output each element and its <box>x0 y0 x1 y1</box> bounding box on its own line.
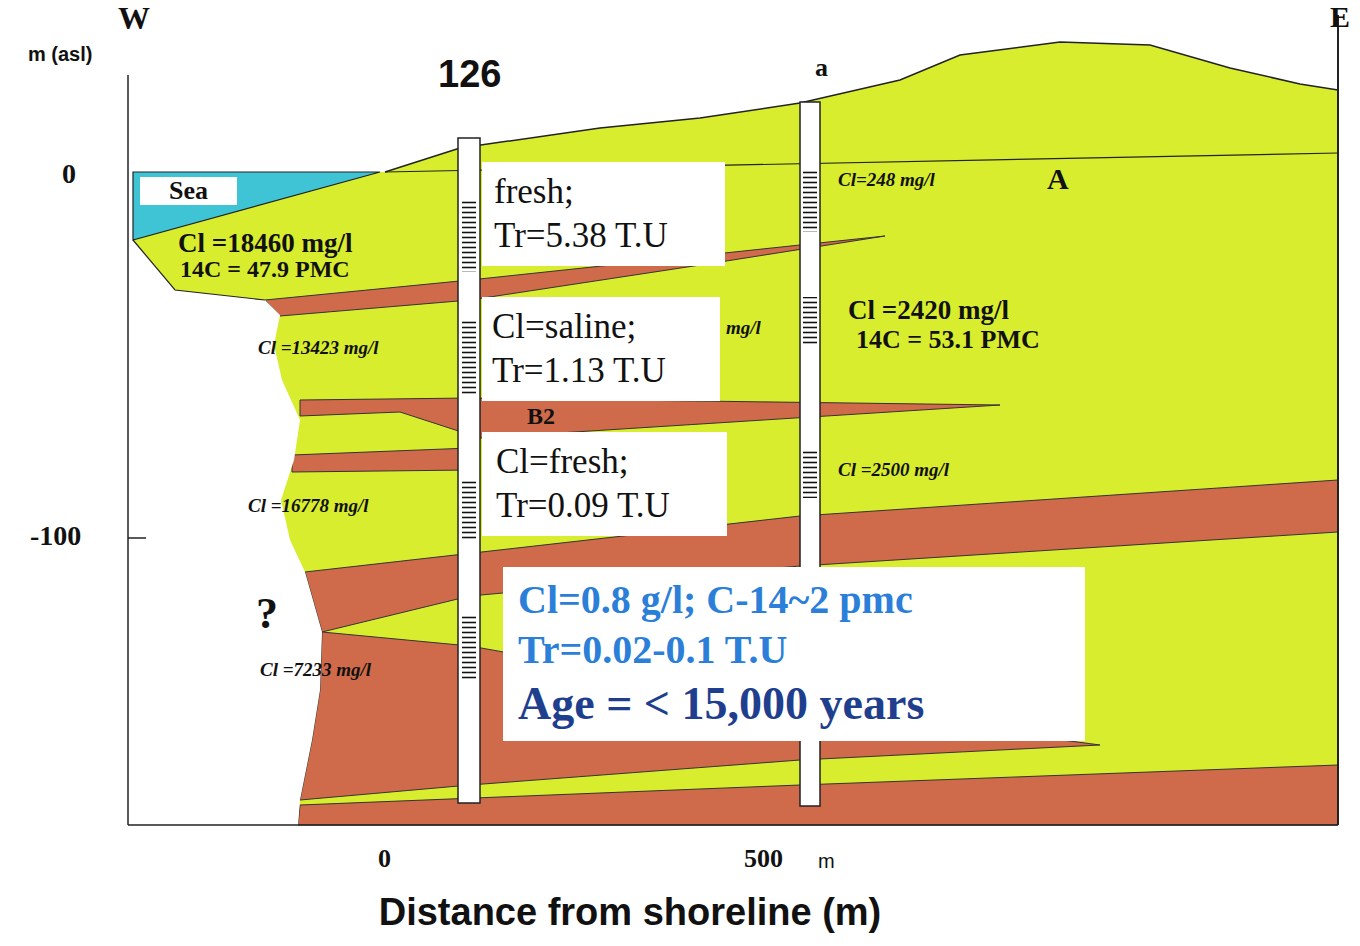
note-text: Age = < 15,000 years <box>518 675 924 733</box>
ground-surface <box>385 42 1338 172</box>
well-screen <box>803 450 817 498</box>
clay-layer <box>292 448 470 472</box>
chloride-label: Cl =7233 mg/l <box>260 660 371 679</box>
well-name: a <box>815 55 828 81</box>
note-box: Cl=0.8 g/l; C-14~2 pmcTr=0.02-0.1 T.UAge… <box>503 567 1085 741</box>
axis-tick <box>128 537 146 539</box>
aquifer-name: A <box>1047 164 1069 194</box>
chloride-label: Cl =16778 mg/l <box>248 496 369 515</box>
note-text: Cl=fresh; <box>496 440 629 484</box>
well-screen <box>462 200 476 272</box>
well-name: 126 <box>438 55 501 93</box>
aquifer-name: B2 <box>527 404 555 428</box>
chloride-label: Cl =13423 mg/l <box>258 338 379 357</box>
well-screen <box>462 320 476 395</box>
direction-label: E <box>1330 2 1350 32</box>
note-text: Tr=1.13 T.U <box>492 349 666 393</box>
unknown-mark: ? <box>256 592 278 636</box>
well-casing <box>458 138 480 803</box>
chloride-label: mg/l <box>726 318 761 337</box>
direction-label: W <box>118 2 150 34</box>
chloride-label: Cl =2500 mg/l <box>838 460 949 479</box>
axis-tick-label: 500 <box>744 846 783 872</box>
note-text: Tr=0.02-0.1 T.U <box>518 625 787 675</box>
well-screen <box>462 615 476 680</box>
sand-aquifer <box>128 42 1338 825</box>
note-text: Sea <box>169 177 208 205</box>
chloride-label: Cl =2420 mg/l <box>848 297 1009 324</box>
axis-tick-label: 0 <box>62 160 76 188</box>
note-text: fresh; <box>494 170 574 214</box>
note-text: Tr=5.38 T.U <box>494 214 668 258</box>
axis-title: m (asl) <box>28 44 92 64</box>
chloride-label: Cl=248 mg/l <box>838 170 935 189</box>
axis-line <box>128 824 1338 826</box>
carbon-label: 14C = 53.1 PMC <box>856 327 1040 353</box>
note-text: Cl=0.8 g/l; C-14~2 pmc <box>518 575 913 625</box>
carbon-label: 14C = 47.9 PMC <box>180 257 350 281</box>
chloride-label: Cl =18460 mg/l <box>178 230 352 257</box>
frame-line <box>1337 15 1339 825</box>
note-box: fresh;Tr=5.38 T.U <box>482 162 725 266</box>
axis-tick-label: 0 <box>378 846 391 872</box>
note-text: Tr=0.09 T.U <box>496 484 670 528</box>
well-screen <box>803 170 817 232</box>
well-screen <box>803 297 817 345</box>
note-text: Cl=saline; <box>492 305 636 349</box>
axis-unit: m <box>818 851 835 871</box>
axis-title: Distance from shoreline (m) <box>379 893 882 931</box>
axis-line <box>127 75 129 825</box>
axis-tick-label: -100 <box>30 522 81 550</box>
note-box: Cl=saline;Tr=1.13 T.U <box>482 297 720 401</box>
note-box: Cl=fresh;Tr=0.09 T.U <box>482 432 727 536</box>
sea-tag: Sea <box>140 177 237 205</box>
well-screen <box>462 480 476 540</box>
